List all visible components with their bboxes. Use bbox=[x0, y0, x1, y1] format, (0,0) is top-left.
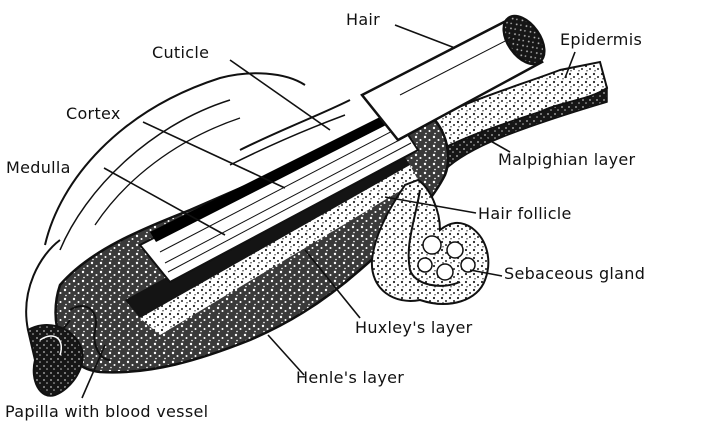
label-cortex: Cortex bbox=[66, 106, 121, 122]
label-henle-layer: Henle's layer bbox=[296, 370, 404, 386]
label-hair-follicle: Hair follicle bbox=[478, 206, 572, 222]
label-medulla: Medulla bbox=[6, 160, 71, 176]
label-hair: Hair bbox=[346, 12, 380, 28]
label-malpighian-layer: Malpighian layer bbox=[498, 152, 635, 168]
label-epidermis: Epidermis bbox=[560, 32, 642, 48]
papilla bbox=[28, 325, 83, 396]
label-sebaceous-gland: Sebaceous gland bbox=[504, 266, 645, 282]
label-cuticle: Cuticle bbox=[152, 45, 209, 61]
label-huxley-layer: Huxley's layer bbox=[355, 320, 473, 336]
label-papilla: Papilla with blood vessel bbox=[5, 404, 208, 420]
